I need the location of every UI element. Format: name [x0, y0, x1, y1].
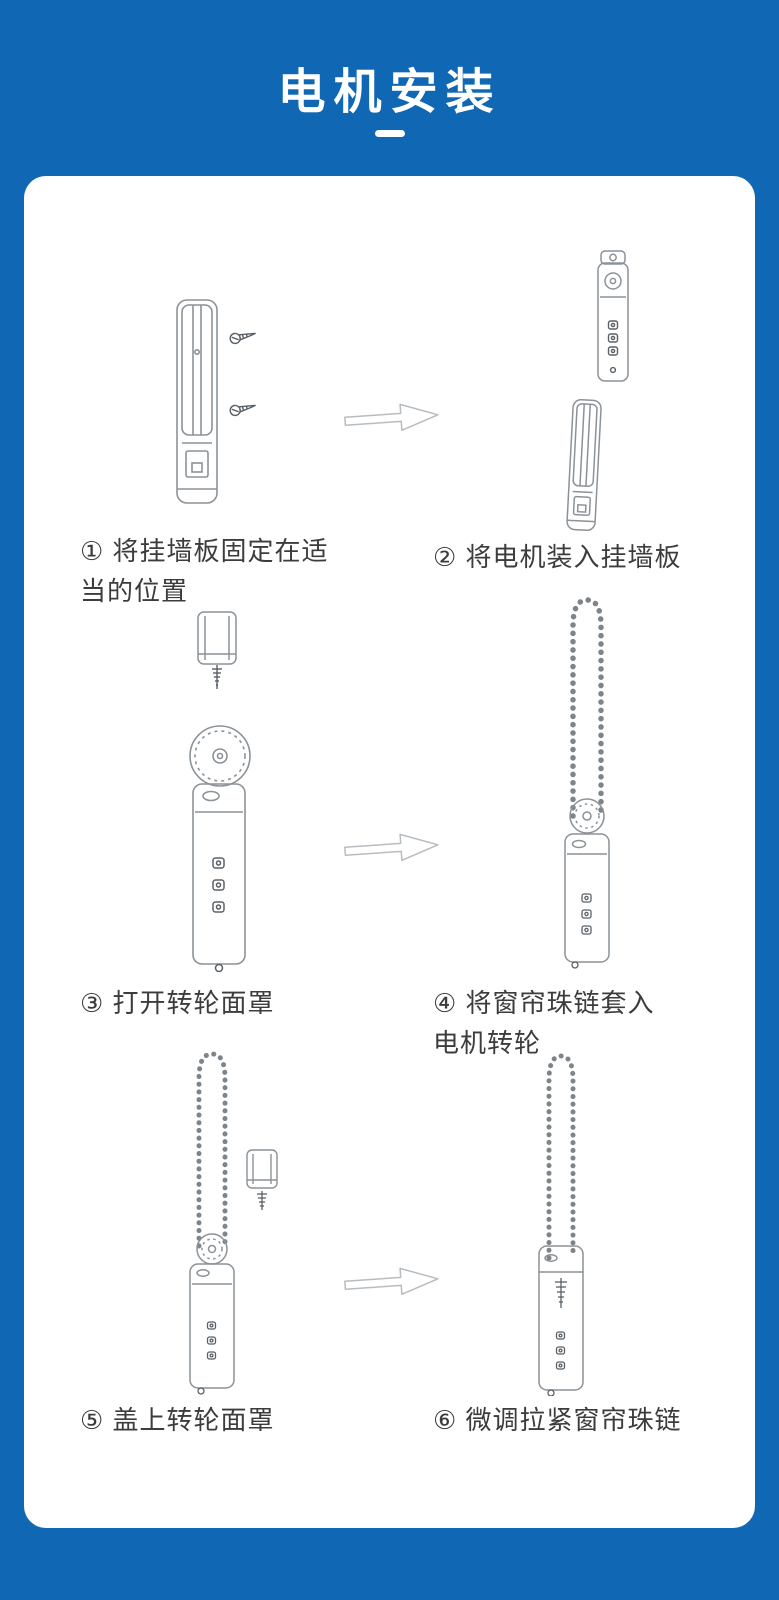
- motor-body: [597, 250, 629, 382]
- step3-caption: ③ 打开转轮面罩: [80, 988, 275, 1018]
- motor-body: [564, 833, 610, 963]
- step6-motor-tension-illustration: [505, 1046, 617, 1396]
- bead-chain: [546, 1053, 576, 1261]
- adjust-screw-icon: [257, 1191, 267, 1210]
- step2-wall-plate-illustration: [556, 397, 611, 535]
- chain-wheel: [569, 798, 605, 834]
- step3-motor-wheel-illustration: [170, 720, 262, 972]
- step1-caption: ① 将挂墙板固定在适当的位置: [80, 536, 329, 607]
- step5-motor-cover-illustration: [163, 1046, 285, 1396]
- motor-buttons: [547, 1331, 566, 1396]
- motor-buttons: [607, 320, 619, 374]
- step4-caption: ④ 将窗帘珠链套入电机转轮: [433, 988, 655, 1059]
- wall-plate: [566, 399, 602, 531]
- step6-caption: ⑥ 微调拉紧窗帘珠链: [433, 1405, 682, 1435]
- arrow-right-icon: [342, 829, 442, 868]
- motor-body: [192, 783, 246, 965]
- wheel-cover: [246, 1149, 278, 1189]
- step5-caption: ⑤ 盖上转轮面罩: [80, 1405, 275, 1435]
- arrow-right-icon: [342, 1263, 442, 1302]
- motor-body: [538, 1245, 584, 1391]
- step2-motor-illustration: [588, 249, 638, 389]
- arrow-right-icon: [342, 399, 442, 438]
- step2-caption: ② 将电机装入挂墙板: [433, 542, 682, 572]
- wall-plate: [176, 299, 218, 504]
- motor-body: [189, 1263, 235, 1389]
- step1-wall-plate-illustration: [163, 297, 267, 513]
- bead-chain: [196, 1051, 228, 1249]
- wheel-cover: [197, 611, 237, 665]
- step4-motor-chain-illustration: [531, 588, 643, 970]
- motor-buttons: [571, 893, 592, 969]
- adjust-screw-icon: [212, 665, 222, 689]
- motor-buttons: [212, 857, 225, 972]
- motor-buttons: [197, 1321, 217, 1395]
- chain-wheel: [196, 1233, 228, 1265]
- page-title: 电机安装: [277, 66, 502, 119]
- bead-chain: [570, 597, 604, 819]
- tension-screw-icon: [555, 1278, 567, 1308]
- screw-icon: [229, 332, 256, 417]
- section-divider: [374, 130, 405, 137]
- step3-wheel-cover-illustration: [188, 607, 246, 702]
- chain-wheel: [189, 725, 251, 787]
